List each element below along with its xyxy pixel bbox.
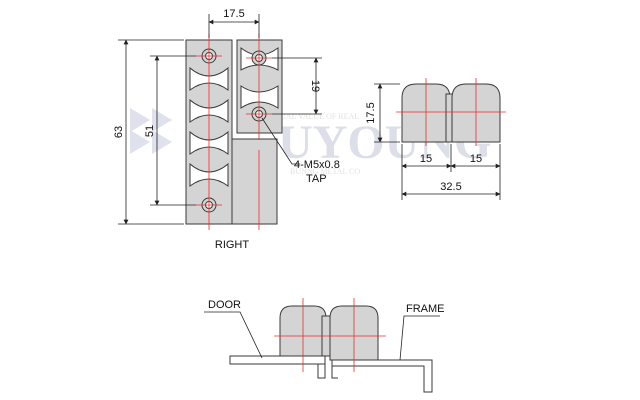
- front-centerlines: [196, 34, 272, 230]
- install-label-frame: FRAME: [406, 303, 445, 315]
- front-dim-hole-spacing: 19: [309, 80, 321, 92]
- install-leaders: [204, 311, 440, 361]
- side-dim-height: 17.5: [365, 102, 377, 123]
- front-view: 17.5 19 63 51 4-M5x0.8 TAP RIGHT: [113, 8, 340, 251]
- watermark-line-top: UAL VALUE OF REAL: [280, 112, 359, 121]
- install-label-door: DOOR: [208, 299, 241, 311]
- install-door-lip: [317, 356, 326, 379]
- side-dimensions: [374, 83, 501, 200]
- front-dim-top: 17.5: [223, 8, 244, 20]
- front-callout-tap: TAP: [306, 173, 327, 185]
- side-dim-left: 15: [420, 153, 432, 165]
- front-callout-thread: 4-M5x0.8: [294, 159, 340, 171]
- side-dim-total: 32.5: [440, 181, 461, 193]
- side-view: 17.5 15 15 32.5: [365, 78, 506, 200]
- install-view: DOOR FRAME: [204, 298, 445, 393]
- install-centerlines: [274, 298, 386, 372]
- front-dim-inner: 51: [144, 125, 156, 137]
- front-caption: RIGHT: [215, 239, 250, 251]
- watermark-line-bottom: BUNNG METAL CO: [290, 167, 360, 176]
- install-door-panel: [229, 355, 326, 365]
- side-centerlines: [396, 78, 506, 146]
- front-dim-height: 63: [113, 126, 125, 138]
- side-dim-right: 15: [470, 153, 482, 165]
- install-frame: [331, 359, 433, 393]
- front-lower-plate: [231, 138, 278, 225]
- front-dimensions: [118, 14, 322, 225]
